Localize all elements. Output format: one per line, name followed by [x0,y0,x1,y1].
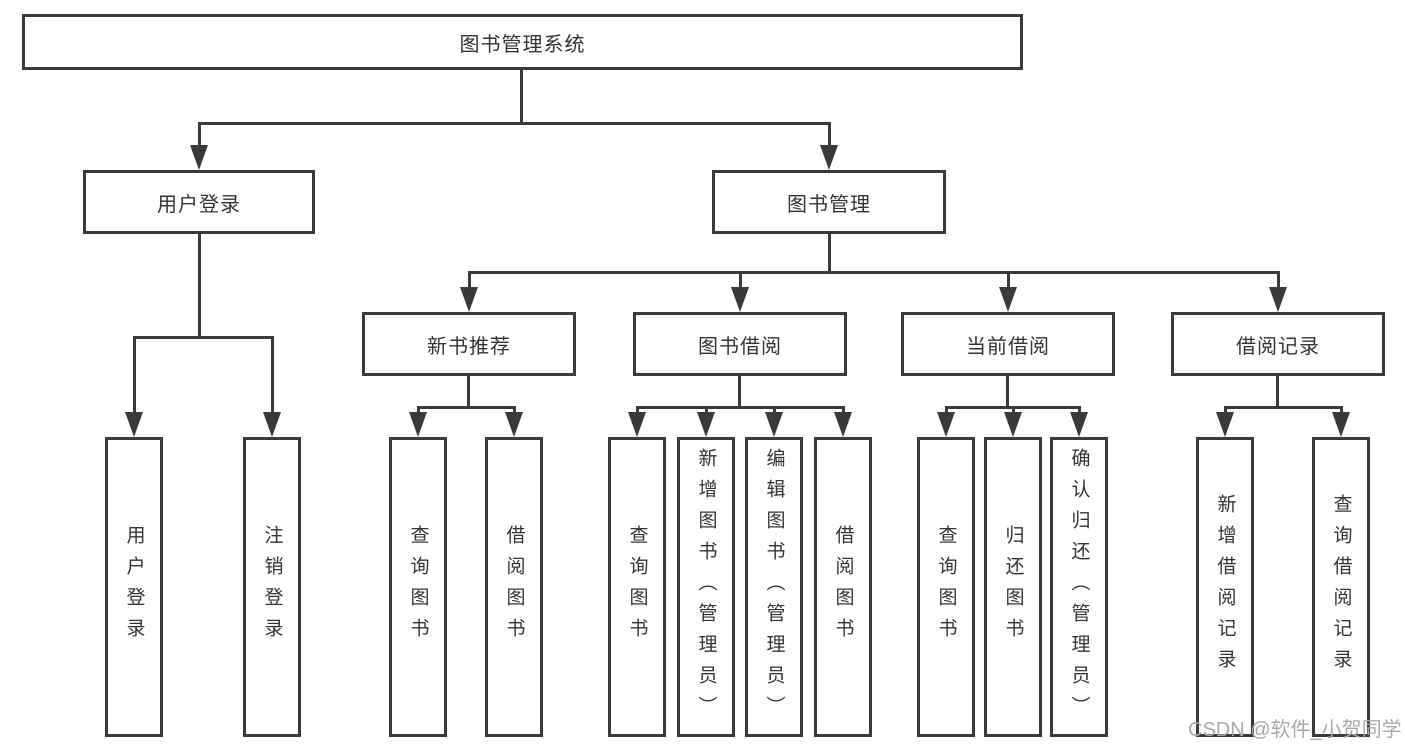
arrow-down-icon [765,412,783,437]
connector-vline [773,406,776,416]
node-library-management-system: 图书管理系统 [22,14,1023,70]
leaf-query-books-borrowing: 查询图书 [608,437,666,737]
arrow-down-icon [1269,287,1287,312]
arrow-down-icon [505,412,523,437]
arrow-down-icon [1216,412,1234,437]
node-book-borrowing: 图书借阅 [633,312,847,376]
connector-vline [1078,406,1081,416]
leaf-query-borrow-record: 查询借阅记录 [1312,437,1370,737]
node-label: 查询图书 [407,525,429,649]
connector-vline [1277,271,1280,292]
node-label: 当前借阅 [966,335,1050,358]
node-label: 用户登录 [157,193,241,216]
node-label: 图书借阅 [698,335,782,358]
connector-hline [1224,406,1342,409]
arrow-down-icon [1070,412,1088,437]
leaf-user-login: 用户登录 [105,437,163,737]
node-label: 确认归还（管理员） [1068,447,1090,727]
arrow-down-icon [731,287,749,312]
connector-hline [198,122,831,125]
node-label: 图书管理系统 [459,33,586,56]
node-label: 新增借阅记录 [1214,494,1236,680]
leaf-query-books-current: 查询图书 [917,437,975,737]
leaf-confirm-return-admin: 确认归还（管理员） [1050,437,1108,737]
arrow-down-icon [409,412,427,437]
connector-vline [842,406,845,416]
node-label: 借阅图书 [832,525,854,649]
arrow-down-icon [125,412,143,437]
node-label: 查询借阅记录 [1330,494,1352,680]
arrow-down-icon [820,145,838,170]
node-user-login: 用户登录 [83,170,315,234]
arrow-down-icon [1004,412,1022,437]
connector-vline [828,122,831,150]
arrow-down-icon [834,412,852,437]
connector-vline [271,336,274,416]
arrow-down-icon [263,412,281,437]
leaf-edit-books-admin: 编辑图书（管理员） [745,437,803,737]
node-label: 用户登录 [123,525,145,649]
arrow-down-icon [190,145,208,170]
connector-vline [417,406,420,416]
connector-vline [636,406,639,416]
connector-hline [468,271,1279,274]
csdn-watermark: CSDN @软件_小贺同学 [1188,719,1402,741]
arrow-down-icon [1332,412,1350,437]
node-label: 归还图书 [1002,525,1024,649]
node-new-book-recommendation: 新书推荐 [362,312,576,376]
leaf-borrow-books-recommend: 借阅图书 [485,437,543,737]
node-label: 新书推荐 [427,335,511,358]
node-label: 新增图书（管理员） [695,447,717,727]
node-label: 图书管理 [787,193,871,216]
connector-hline [636,406,844,409]
node-borrowing-records: 借阅记录 [1171,312,1385,376]
connector-vline [133,336,136,416]
leaf-query-books-recommend: 查询图书 [389,437,447,737]
node-label: 注销登录 [261,525,283,649]
leaf-logout: 注销登录 [243,437,301,737]
arrow-down-icon [999,287,1017,312]
connector-vline [513,406,516,416]
connector-vline [738,376,741,408]
connector-vline [468,271,471,292]
connector-vline [1007,271,1010,292]
connector-vline [198,234,201,338]
node-current-borrowing: 当前借阅 [901,312,1115,376]
connector-vline [467,376,470,408]
node-label: 查询图书 [626,525,648,649]
leaf-borrow-books: 借阅图书 [814,437,872,737]
node-label: 编辑图书（管理员） [763,447,785,727]
node-label: 借阅记录 [1236,335,1320,358]
connector-vline [1224,406,1227,416]
connector-vline [705,406,708,416]
node-label: 借阅图书 [503,525,525,649]
node-book-management: 图书管理 [712,170,946,234]
connector-hline [133,336,274,339]
connector-vline [1012,406,1015,416]
connector-vline [198,122,201,150]
connector-hline [417,406,515,409]
node-label: 查询图书 [935,525,957,649]
connector-vline [1340,406,1343,416]
connector-vline [828,234,831,274]
connector-vline [520,70,523,123]
connector-vline [739,271,742,292]
leaf-return-books: 归还图书 [984,437,1042,737]
leaf-add-books-admin: 新增图书（管理员） [677,437,735,737]
arrow-down-icon [628,412,646,437]
arrow-down-icon [460,287,478,312]
connector-vline [1006,376,1009,408]
arrow-down-icon [937,412,955,437]
connector-vline [1276,376,1279,408]
leaf-add-borrow-record: 新增借阅记录 [1196,437,1254,737]
arrow-down-icon [697,412,715,437]
connector-vline [945,406,948,416]
